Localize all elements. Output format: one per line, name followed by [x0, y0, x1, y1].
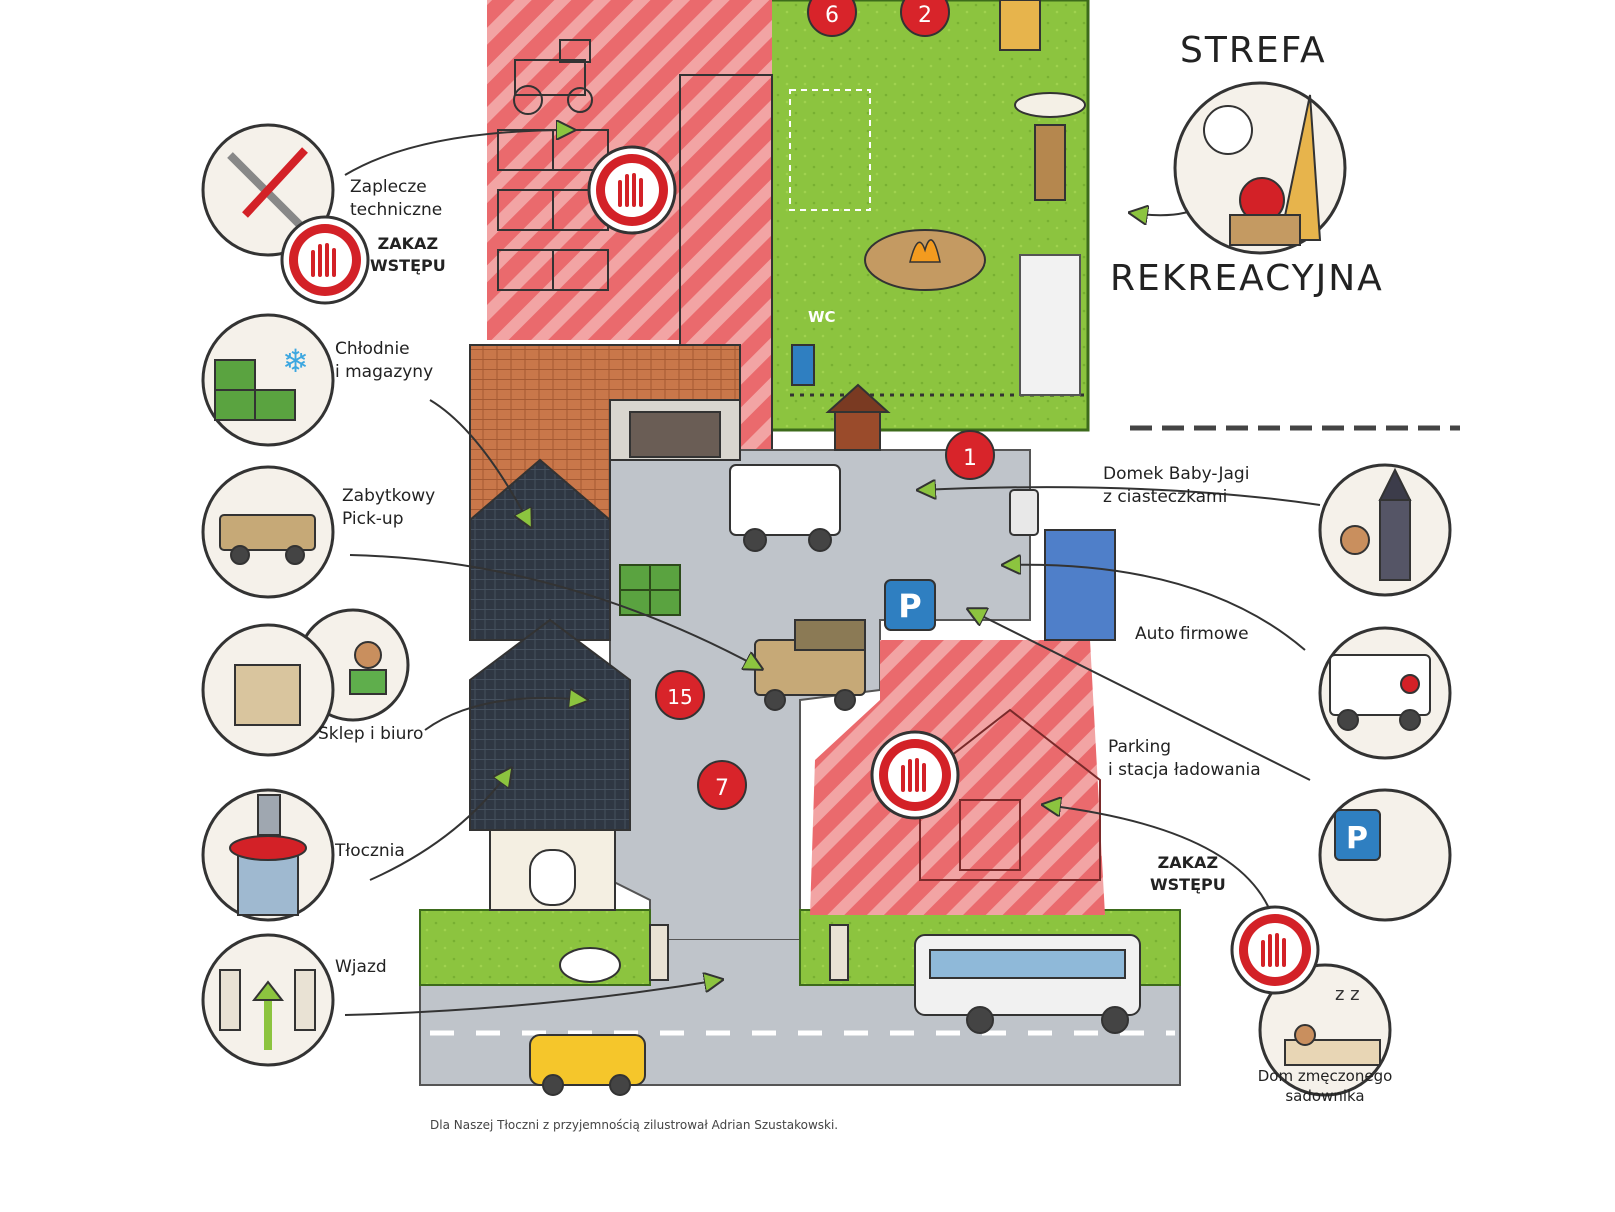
gate-arrow-icon	[219, 969, 316, 1050]
van-icon	[1329, 654, 1431, 731]
sleeping-farmer-icon: z z	[1284, 984, 1381, 1066]
garage-door	[629, 411, 721, 458]
badge-entrance	[201, 933, 335, 1067]
label-entrance: Wjazd	[335, 957, 387, 977]
pickup-truck-icon	[219, 514, 316, 565]
badge-baba-jaga	[1318, 463, 1452, 597]
label-press: Tłocznia	[335, 841, 405, 861]
wrench-screwdriver-icon	[227, 147, 308, 228]
apple-crates	[619, 564, 681, 616]
wc-label: WC	[808, 308, 836, 326]
label-pickup: Zabytkowy Pick-up	[342, 486, 436, 529]
zone-title-bottom: REKREACYJNA	[1110, 258, 1384, 299]
zone-title-top: STREFA	[1180, 30, 1327, 71]
label-no-entry-right: ZAKAZ WSTĘPU	[1150, 853, 1226, 894]
bonfire	[864, 229, 986, 291]
badge-pickup	[201, 465, 335, 599]
witch-icon	[1340, 467, 1412, 581]
label-cold-storage: Chłodnie i magazyny	[335, 339, 434, 382]
badge-recreation	[1173, 81, 1347, 255]
apple-marker-7: 7	[697, 760, 747, 810]
label-no-entry-left: ZAKAZ WSTĘPU	[370, 234, 446, 275]
badge-technical	[201, 123, 335, 257]
ball-giraffe-apple-icon	[1203, 94, 1322, 246]
gate-pillars	[649, 924, 849, 981]
hand-stop-icon-right	[1230, 905, 1320, 995]
svg-text:2: 2	[918, 3, 932, 28]
company-van	[729, 464, 841, 552]
tractor	[513, 39, 593, 115]
charging-station	[1009, 489, 1116, 641]
svg-text:P: P	[1346, 821, 1368, 856]
svg-text:15: 15	[667, 685, 692, 709]
farmer-house	[919, 708, 1101, 881]
press-house-door	[529, 849, 576, 906]
badge-company-car	[1318, 626, 1452, 760]
entry-road	[650, 940, 800, 990]
label-parking: Parking i stacja ładowania	[1108, 737, 1261, 780]
pickup-garage-roof	[469, 458, 611, 641]
cow	[559, 947, 621, 983]
press-icon	[229, 794, 307, 916]
apple-marker-15: 15	[655, 670, 705, 720]
crates	[497, 129, 609, 291]
apple-marker-6: 6	[807, 0, 857, 37]
badge-farmer-house: z z	[1258, 963, 1392, 1097]
illustrator-credit: Dla Naszej Tłoczni z przyjemnością zilus…	[430, 1118, 839, 1132]
label-technical: Zaplecze techniczne	[350, 177, 443, 220]
parking-sign-letter: P	[898, 587, 921, 625]
stop-badge-technical	[587, 145, 677, 235]
svg-text:z z: z z	[1335, 984, 1360, 1005]
badge-cold-storage: ❄	[201, 313, 335, 447]
shop-office-icon	[234, 641, 387, 726]
map-illustration: WC P	[419, 0, 1460, 1096]
label-shop: Sklep i biuro	[318, 724, 424, 744]
hand-stop-icon	[280, 215, 370, 305]
badge-shop	[201, 608, 410, 757]
svg-text:❄: ❄	[282, 342, 309, 380]
crates-snowflake-icon: ❄	[214, 342, 309, 421]
apple-marker-2: 2	[900, 0, 950, 37]
svg-text:6: 6	[825, 3, 839, 28]
stop-badge-house	[870, 730, 960, 820]
toilet	[791, 344, 815, 386]
tent	[1019, 254, 1081, 396]
parking-sign: P	[884, 579, 936, 631]
yellow-car	[529, 1034, 646, 1096]
apple-marker-1: 1	[945, 430, 995, 480]
giraffe	[999, 0, 1041, 51]
label-baba-jaga: Domek Baby-Jagi z ciasteczkami	[1103, 464, 1250, 507]
bus	[914, 934, 1141, 1034]
label-farmer-house: Dom zmęczonego sadownika	[1257, 1067, 1393, 1105]
svg-text:1: 1	[963, 446, 977, 471]
badge-parking: P	[1318, 788, 1452, 922]
parking-charger-icon: P	[1334, 809, 1424, 903]
shop-roof	[469, 618, 631, 831]
badge-press	[201, 788, 335, 922]
umbrella-table	[1014, 92, 1086, 201]
svg-text:7: 7	[715, 776, 729, 801]
baba-jaga-hut	[825, 383, 891, 451]
label-company-car: Auto firmowe	[1135, 624, 1249, 644]
